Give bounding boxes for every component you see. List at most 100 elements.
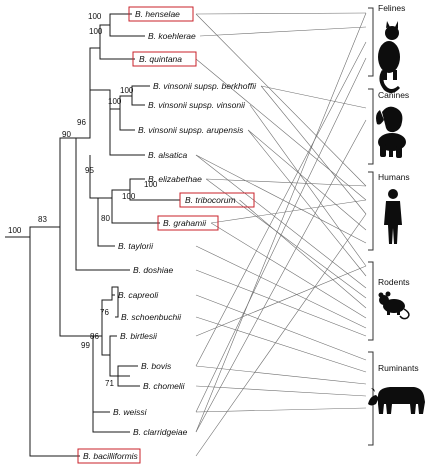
dog-silhouette-icon [376, 106, 406, 158]
support-value: 100 [144, 180, 158, 189]
taxon-label: B. henselae [135, 9, 180, 19]
taxon-label: B. birtlesii [120, 331, 158, 341]
tree-branch [129, 190, 180, 201]
tree-branch [92, 336, 110, 413]
support-value: 100 [8, 226, 22, 235]
host-association-line [195, 213, 367, 457]
tree-branch [99, 13, 132, 48]
host-association-line [206, 178, 367, 187]
host-association-line [247, 129, 367, 277]
taxon-label: B. doshiae [133, 265, 173, 275]
host-association-line [195, 265, 367, 337]
host-association-line [195, 365, 367, 385]
taxon-label: B. bovis [141, 361, 172, 371]
taxon-label: B. alsatica [148, 150, 187, 160]
host-labels: Felines Canines Humans Rodents Ruminants [378, 3, 419, 373]
host-association-line [195, 316, 367, 373]
rodent-silhouette-icon [378, 291, 410, 320]
support-value: 100 [108, 97, 122, 106]
host-association-line [195, 13, 367, 187]
host-association-line [239, 199, 367, 309]
tree-branch [101, 336, 130, 377]
host-association-line [195, 12, 367, 433]
taxon-label: B. tribocorum [185, 195, 236, 205]
tree-branch [76, 89, 145, 156]
host-bracket-canines [368, 88, 374, 165]
host-association-line [195, 57, 367, 413]
host-label-humans: Humans [378, 172, 410, 182]
taxon-label: B. vinsonii supsp. arupensis [138, 125, 244, 135]
support-values: 100 100 100 100 96 95 90 83 100 100 80 7… [8, 12, 158, 388]
host-brackets [368, 7, 374, 446]
support-value: 100 [122, 192, 136, 201]
tree-branch [75, 138, 130, 271]
host-bracket-humans [368, 171, 374, 251]
support-value: 83 [38, 215, 47, 224]
support-value: 100 [89, 27, 103, 36]
highlight-box [157, 215, 219, 231]
host-association-line [195, 385, 367, 397]
taxon-label: B. koehlerae [148, 31, 196, 41]
taxon-label: B. bacilliformis [83, 451, 139, 461]
human-silhouette-icon [384, 189, 402, 244]
tree-branch [109, 335, 117, 355]
host-association-line [195, 12, 367, 15]
host-label-ruminants: Ruminants [378, 363, 419, 373]
host-association-line [195, 154, 367, 244]
cow-silhouette-icon [368, 387, 425, 414]
tree-branch [89, 47, 135, 90]
tree-branch [59, 227, 130, 433]
tree-branch [109, 25, 145, 37]
tree-branch [111, 286, 119, 318]
support-value: 99 [81, 341, 90, 350]
support-value: 71 [105, 379, 114, 388]
tree-branch [117, 365, 138, 376]
tree-branch [5, 236, 80, 457]
host-association-line [249, 104, 367, 267]
highlight-box [128, 6, 194, 22]
host-association-line [211, 199, 367, 224]
host-association-line [260, 85, 367, 215]
taxon-label: B. vinsonii supsp. berkhoffii [153, 81, 257, 91]
highlight-box [77, 448, 141, 464]
host-label-felines: Felines [378, 3, 405, 13]
host-association-line [195, 245, 367, 329]
support-value: 80 [101, 214, 110, 223]
host-association-line [195, 58, 367, 201]
host-association-line [195, 119, 367, 433]
host-association-lines [195, 12, 367, 457]
host-association-line [195, 154, 367, 289]
support-value: 100 [120, 86, 134, 95]
tree-branch [117, 376, 140, 387]
cat-silhouette-icon [378, 21, 400, 94]
taxon-label: B. clarridgeiae [133, 427, 188, 437]
support-value: 96 [77, 118, 86, 127]
host-association-line [195, 294, 367, 361]
taxon-label: B. elizabethae [148, 174, 202, 184]
host-association-line [195, 269, 367, 337]
taxon-label: B. grahamii [163, 218, 207, 228]
tree-branch [98, 197, 160, 224]
host-association-line [195, 41, 367, 367]
host-bracket-felines [368, 7, 374, 77]
highlight-box [179, 192, 255, 208]
tree-branch [131, 96, 145, 106]
host-association-line [210, 222, 367, 319]
support-value: 100 [88, 12, 102, 21]
taxon-label: B. capreoli [118, 290, 159, 300]
host-bracket-rodents [368, 261, 374, 341]
taxon-label: B. vinsonii supsp. vinsonii [148, 100, 246, 110]
taxon-label: B. quintana [139, 54, 182, 64]
highlight-box [132, 51, 197, 67]
host-label-rodents: Rodents [378, 277, 410, 287]
taxon-label: B. chomelii [143, 381, 186, 391]
host-association-line [199, 26, 367, 37]
phylogenetic-tree [5, 13, 180, 457]
support-value: 76 [100, 308, 109, 317]
host-association-line [261, 85, 367, 109]
taxon-labels: B. henselae B. koehlerae B. quintana B. … [77, 6, 257, 464]
host-association-line [247, 129, 367, 231]
taxon-label: B. weissi [113, 407, 148, 417]
support-value: 95 [85, 166, 94, 175]
